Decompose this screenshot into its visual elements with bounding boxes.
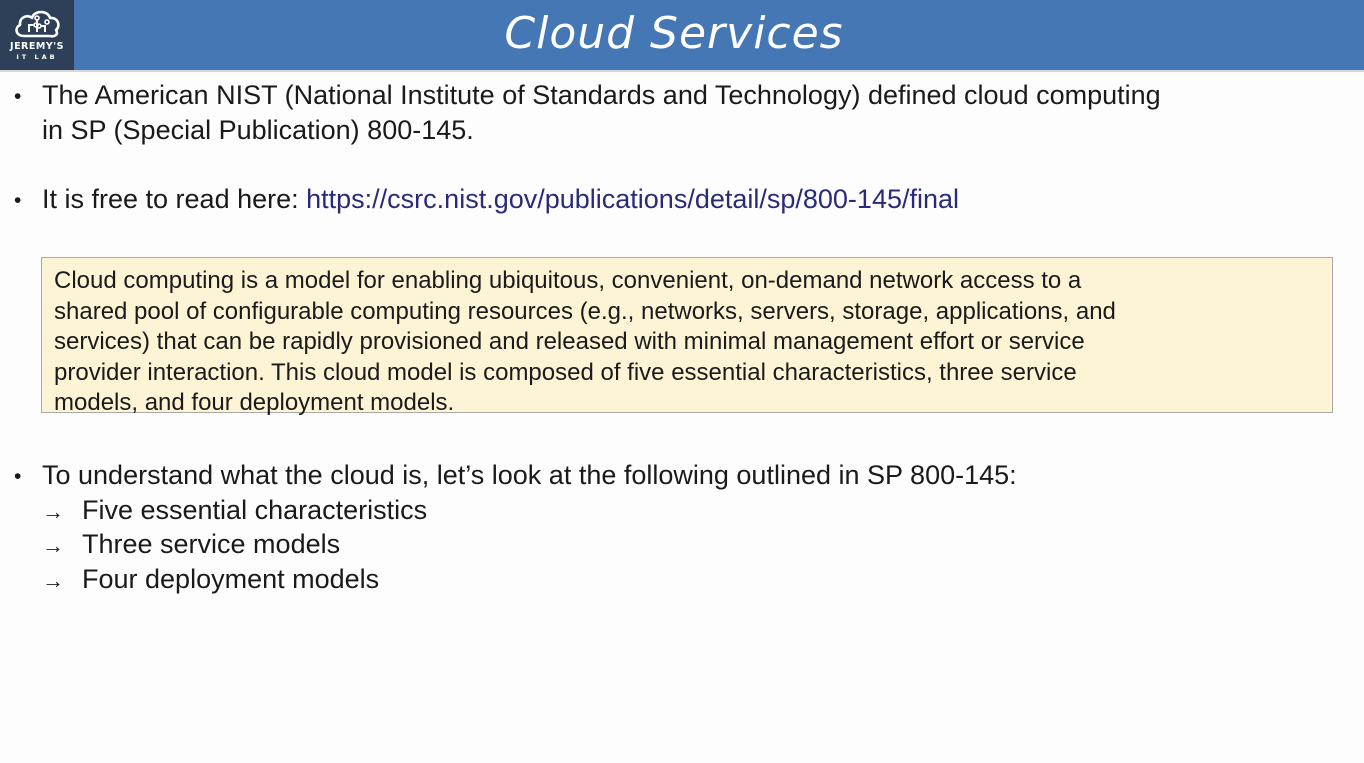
sub-item-four-deployment-models: → Four deployment models bbox=[42, 562, 379, 598]
bullet-marker: • bbox=[14, 189, 22, 212]
quote-line: shared pool of configurable computing re… bbox=[54, 297, 1116, 325]
logo-text-primary: JEREMY'S bbox=[10, 41, 64, 52]
bullet-marker: • bbox=[14, 465, 22, 488]
sub-item-text: Five essential characteristics bbox=[82, 495, 428, 525]
quote-line: models, and four deployment models. bbox=[54, 389, 455, 416]
bullet-text-line: The American NIST (National Institute of… bbox=[42, 80, 1161, 110]
cloud-circuit-icon bbox=[15, 10, 60, 38]
sub-item-text: Three service models bbox=[82, 529, 341, 559]
sub-item-three-service-models: → Three service models bbox=[42, 527, 340, 563]
arrow-right-icon: → bbox=[42, 533, 64, 558]
title-divider bbox=[0, 70, 1364, 72]
quote-line: provider interaction. This cloud model i… bbox=[54, 358, 1077, 386]
quote-line: Cloud computing is a model for enabling … bbox=[54, 267, 1082, 294]
bullet-understand-cloud: To understand what the cloud is, let’s l… bbox=[42, 460, 1017, 490]
nist-publication-link[interactable]: https://csrc.nist.gov/publications/detai… bbox=[306, 184, 960, 214]
bullet-text: It is free to read here: bbox=[42, 184, 307, 214]
nist-definition-quote: Cloud computing is a model for enabling … bbox=[41, 257, 1333, 416]
title-bar: JEREMY'S IT LAB Cloud Services bbox=[0, 0, 1364, 72]
logo-text-secondary: IT LAB bbox=[16, 53, 58, 61]
slide-title: Cloud Services bbox=[504, 8, 844, 59]
bullet-marker: • bbox=[14, 85, 22, 108]
sub-item-five-characteristics: → Five essential characteristics bbox=[42, 493, 427, 529]
bullet-text-line: in SP (Special Publication) 800-145. bbox=[42, 115, 474, 145]
sub-item-text: Four deployment models bbox=[82, 564, 380, 594]
jeremys-it-lab-logo: JEREMY'S IT LAB bbox=[0, 0, 74, 70]
bullet-nist-definition: The American NIST (National Institute of… bbox=[42, 78, 1161, 148]
bullet-free-to-read: It is free to read here: https://csrc.ni… bbox=[42, 182, 959, 217]
quote-line: services) that can be rapidly provisione… bbox=[54, 328, 1085, 355]
arrow-right-icon: → bbox=[42, 499, 64, 524]
arrow-right-icon: → bbox=[42, 568, 64, 593]
